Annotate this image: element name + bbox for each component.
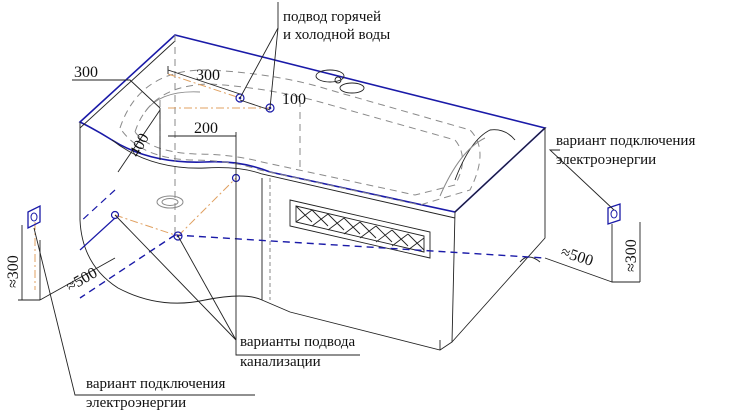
dim-500-right: ≈500 — [559, 244, 595, 270]
bathtub-body — [78, 34, 547, 351]
leader-lines — [33, 2, 615, 396]
elec-left-label-line1: вариант подключения — [86, 376, 225, 392]
dim-300-top: 300 — [196, 67, 220, 84]
water-label-line1: подвод горячей — [283, 9, 381, 25]
water-label-line2: и холодной воды — [283, 27, 390, 43]
axis-lines — [34, 73, 270, 290]
socket-left — [27, 204, 41, 230]
drain-label-line1: варианты подвода — [240, 334, 356, 350]
wall-guides — [79, 189, 546, 299]
dim-300-left: ≈300 — [5, 255, 22, 288]
drain-outlet — [156, 195, 184, 209]
socket-right — [607, 203, 621, 225]
bathtub-basin — [119, 69, 516, 206]
massage-grille — [289, 199, 431, 259]
dim-200: 200 — [194, 120, 218, 137]
elec-right-label-line2: электроэнергии — [556, 152, 656, 168]
dimension-lines — [18, 66, 641, 301]
dim-300-right: ≈300 — [623, 239, 640, 272]
dim-300-side: 300 — [74, 64, 98, 81]
elec-left-label-line2: электроэнергии — [86, 395, 186, 411]
dim-100: 100 — [282, 91, 306, 108]
drain-outlet-inner — [161, 198, 179, 206]
elec-right-label-line1: вариант подключения — [556, 133, 695, 149]
drain-label-line2: канализации — [240, 354, 321, 370]
drain-point-left — [110, 210, 120, 220]
drain-point-floor — [173, 231, 183, 241]
